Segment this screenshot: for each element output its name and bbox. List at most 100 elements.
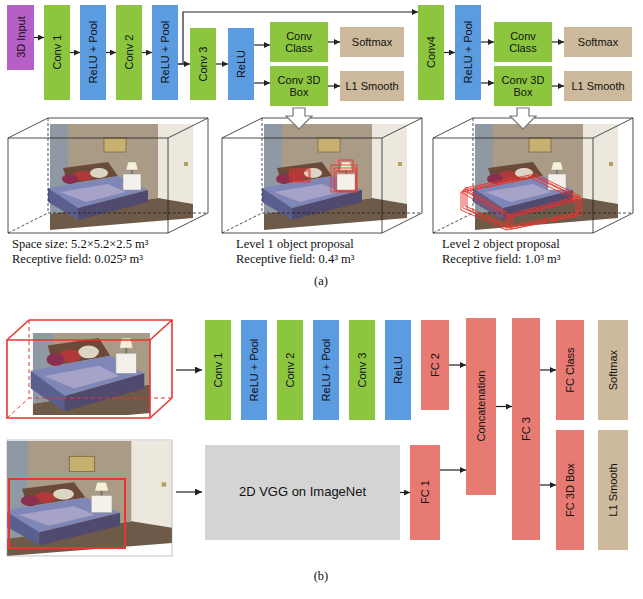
layer-box: Softmax: [340, 27, 404, 57]
layer-box: FC 3: [512, 318, 540, 540]
layer-name: Conv 1: [51, 35, 63, 70]
layer-box: Conv 3D Box: [494, 66, 552, 106]
layer-box: L1 Smooth: [598, 430, 628, 550]
red-2d-box: [9, 479, 125, 548]
data-flow-arrow: [328, 41, 340, 42]
data-flow-arrow: [328, 85, 340, 86]
layer-box: Conv 1: [44, 5, 70, 100]
layer-box: Conv4: [418, 5, 444, 100]
data-flow-arrow: [449, 364, 466, 365]
layer-name: 3D Input: [14, 17, 26, 59]
room-picture: [5, 441, 172, 556]
layer-name: 2D VGG on ImageNet: [239, 485, 366, 499]
crop-2d: [5, 441, 172, 556]
room-picture: [48, 124, 193, 230]
layer-name: Concatenation: [475, 371, 487, 442]
input-arrow: [176, 369, 202, 370]
box-hidden: [7, 320, 172, 418]
layer-name: ReLU: [235, 50, 247, 78]
layer-box: L1 Smooth: [340, 71, 404, 101]
layer-name: FC 2: [429, 353, 441, 377]
data-flow-arrow: [254, 82, 270, 83]
data-flow-arrow: [481, 41, 494, 42]
wireframe-box: [8, 118, 208, 233]
proposal-box: [467, 177, 582, 229]
layer-name: ReLU + Pool: [462, 21, 474, 84]
layer-name: Conv Class: [276, 30, 322, 54]
red-3d-box: [7, 320, 172, 418]
layer-name: Conv 3D Box: [500, 74, 546, 98]
caption-note: Level 1 object proposal: [236, 238, 354, 252]
layer-box: FC Class: [556, 320, 584, 420]
data-flow-arrow: [400, 492, 410, 493]
layer-name: Conv Class: [500, 30, 546, 54]
proposal-box: [339, 160, 353, 172]
layer-name: ReLU + Pool: [248, 339, 260, 402]
layer-name: ReLU + Pool: [87, 21, 99, 84]
layer-name: L1 Smooth: [607, 463, 619, 516]
room-picture: [31, 290, 196, 424]
layer-box: L1 Smooth: [564, 71, 632, 101]
layer-name: Conv 2: [284, 353, 296, 388]
layer-name: ReLU + Pool: [320, 339, 332, 402]
layer-box: Softmax: [598, 320, 628, 420]
layer-name: ReLU + Pool: [159, 21, 171, 84]
panel-label: (b): [314, 570, 329, 584]
panel-label: (a): [314, 275, 328, 289]
level2-proposals: [461, 174, 582, 230]
layer-box: FC 1: [410, 445, 440, 540]
layer-box: ReLU + Pool: [80, 5, 106, 100]
hollow-arrow: [286, 108, 312, 129]
layer-name: Conv 3: [356, 353, 368, 388]
layer-name: Softmax: [578, 36, 618, 48]
layer-box: Conv Class: [494, 22, 552, 62]
layer-name: Softmax: [352, 36, 392, 48]
box-front: [7, 340, 150, 418]
layer-box: Concatenation: [466, 318, 496, 495]
crop-3d: [31, 290, 196, 424]
layer-box: Conv 3: [190, 28, 216, 100]
data-flow-arrow: [540, 484, 556, 485]
layer-box: ReLU + Pool: [241, 320, 267, 420]
data-flow-arrow: [540, 369, 556, 370]
layer-box: Softmax: [564, 27, 632, 57]
layer-box: ReLU + Pool: [313, 320, 339, 420]
layer-box: ReLU: [385, 320, 411, 420]
layer-box: ReLU + Pool: [152, 5, 178, 100]
data-flow-arrow: [440, 469, 466, 470]
scene-volume: [433, 118, 633, 233]
data-flow-arrow: [552, 41, 564, 42]
room-picture: [473, 124, 618, 230]
layer-name: ReLU: [392, 356, 404, 384]
proposal-box: [336, 171, 356, 191]
layer-name: Conv4: [425, 37, 437, 69]
layer-name: FC Class: [564, 347, 576, 392]
layer-name: Conv 2: [123, 35, 135, 70]
layer-box: Conv 3D Box: [270, 66, 328, 106]
layer-name: L1 Smooth: [345, 80, 398, 92]
layer-box: Conv 1: [205, 320, 231, 420]
layer-name: FC 3: [520, 417, 532, 441]
caption-note: Space size: 5.2×5.2×2.5 m³: [12, 238, 149, 252]
layer-box: Conv Class: [270, 22, 328, 62]
scene-volume: [8, 118, 208, 233]
caption-note: Receptive field: 0.025³ m³: [12, 253, 143, 267]
data-flow-arrow: [254, 44, 270, 45]
proposal-box: [463, 176, 578, 228]
layer-box: Conv 2: [116, 5, 142, 100]
wireframe-box: [433, 118, 633, 233]
data-flow-arrow: [496, 406, 512, 407]
caption-note: Receptive field: 1.0³ m³: [442, 253, 561, 267]
box-back: [7, 320, 172, 418]
layer-name: FC 3D Box: [564, 463, 576, 517]
data-flow-arrow: [216, 63, 228, 64]
data-flow-arrow: [70, 52, 80, 53]
hollow-arrow: [510, 108, 536, 129]
scene-volume: [222, 118, 422, 233]
layer-box: Conv 2: [277, 320, 303, 420]
data-flow-arrow: [481, 82, 494, 83]
layer-name: Conv 1: [212, 353, 224, 388]
layer-box: Conv 3: [349, 320, 375, 420]
layer-name: L1 Smooth: [571, 80, 624, 92]
